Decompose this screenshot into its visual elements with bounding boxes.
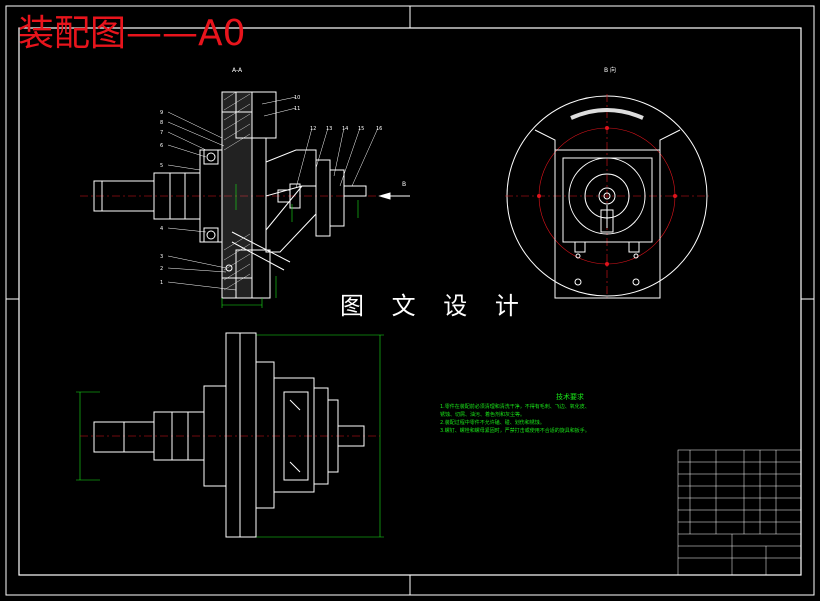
tech-line: 3.螺钉、螺栓和螺母紧固时，严禁打击或使用不合适的旋具和扳手。 <box>440 428 590 434</box>
front-view <box>80 332 380 538</box>
title-block <box>677 449 802 576</box>
centering-marks <box>6 6 814 595</box>
drawing-title: 装配图——A0 <box>18 13 246 54</box>
leader-lines <box>167 96 379 291</box>
section-view-a <box>80 91 410 299</box>
view-b <box>505 94 709 299</box>
tech-requirements-title: 技术要求 <box>556 393 584 401</box>
tech-line: 2.装配过程中零件不允许磕、碰、划伤和锈蚀。 <box>440 420 545 426</box>
tech-line: 1.零件在装配前必须清理和清洗干净，不得有毛刺、飞边、氧化皮、 <box>440 404 590 410</box>
watermark: 图 文 设 计 <box>340 292 529 320</box>
technical-requirements: 技术要求 1.零件在装配前必须清理和清洗干净，不得有毛刺、飞边、氧化皮、 锈蚀、… <box>440 393 660 435</box>
tech-line: 锈蚀、切屑、油污、着色剂和灰尘等。 <box>440 412 526 418</box>
view-b-holes <box>537 126 677 266</box>
